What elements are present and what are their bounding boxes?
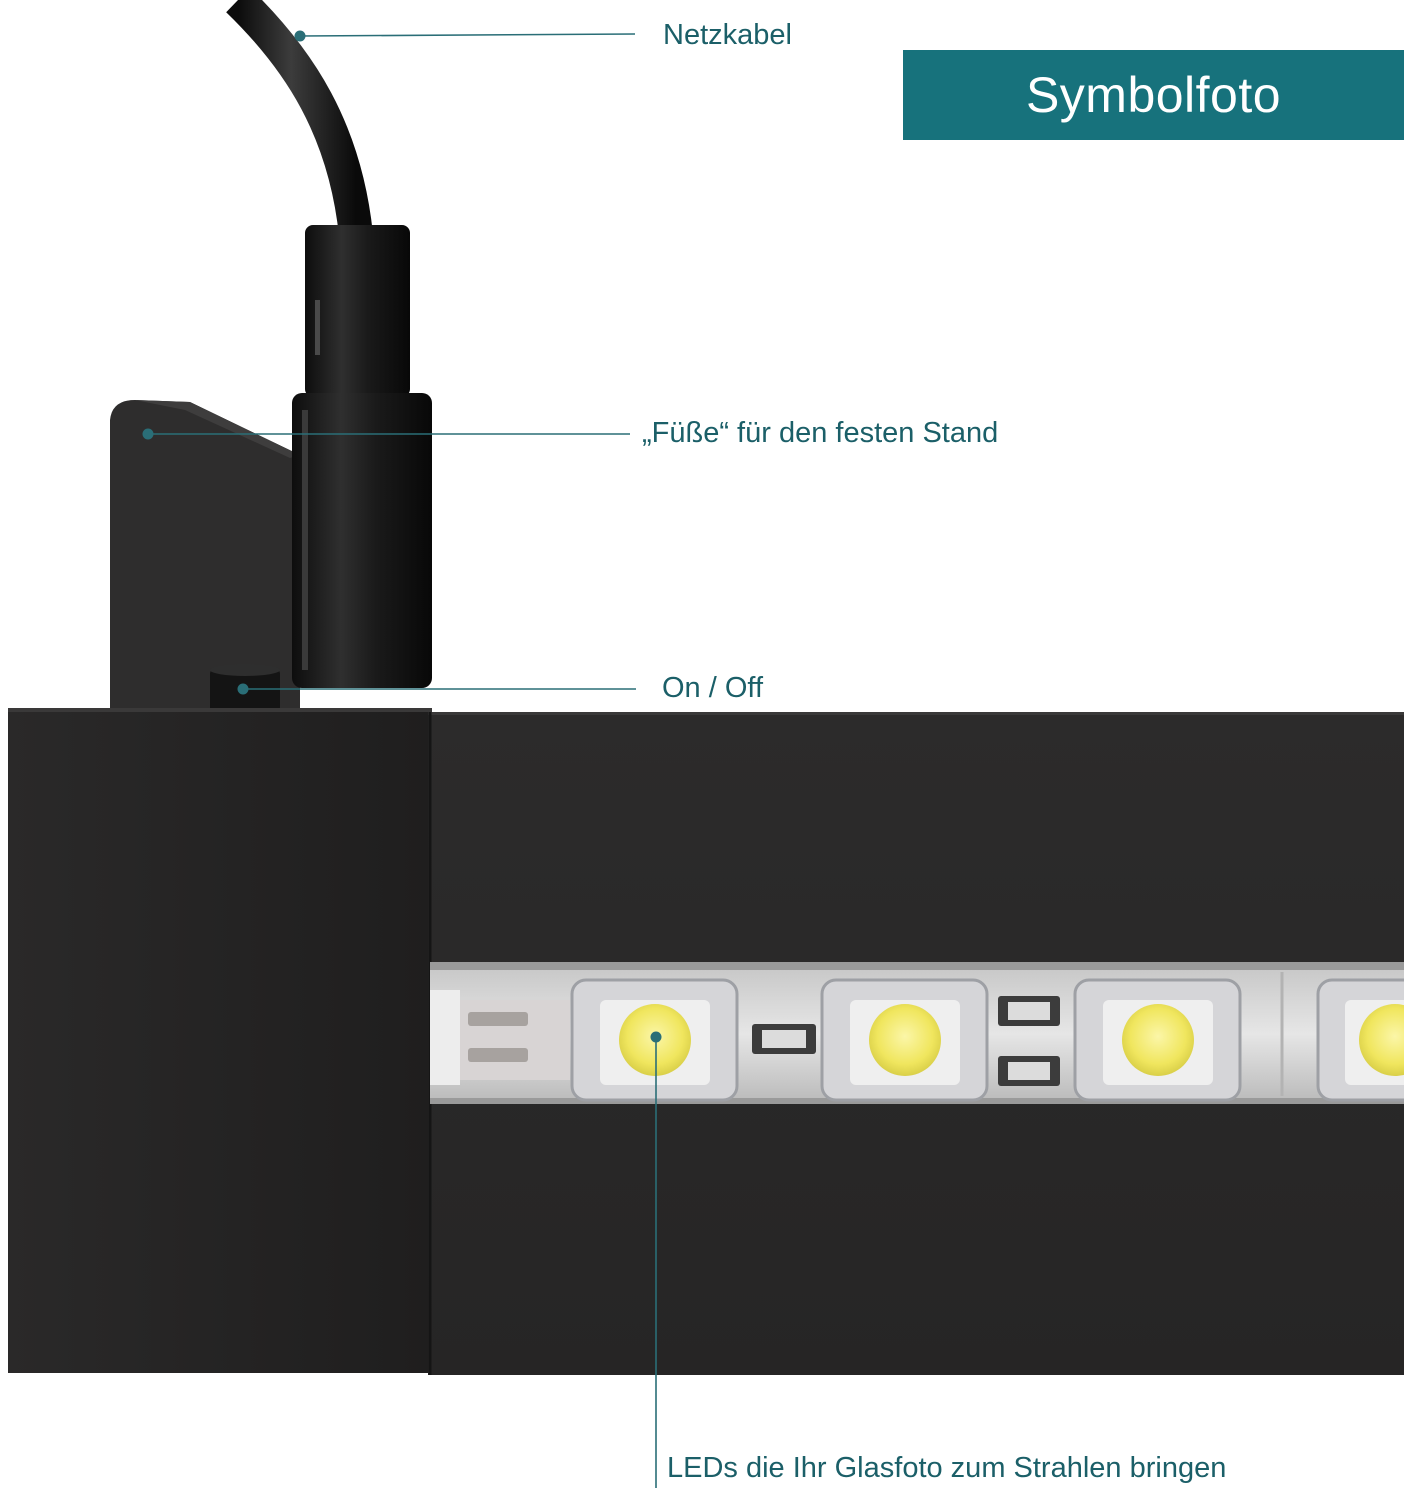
- callout-lines: [142, 30, 662, 1488]
- callout-stand-feet: „Füße“ für den festen Stand: [642, 417, 999, 449]
- callout-leds: LEDs die Ihr Glasfoto zum Strahlen bring…: [667, 1452, 1227, 1484]
- symbol-photo-badge: Symbolfoto: [903, 50, 1404, 140]
- led-strip: [430, 962, 1404, 1104]
- stand-foot: [110, 400, 300, 712]
- power-cable: [226, 0, 432, 688]
- callout-power-cable: Netzkabel: [663, 19, 792, 51]
- callout-on-off: On / Off: [662, 672, 764, 704]
